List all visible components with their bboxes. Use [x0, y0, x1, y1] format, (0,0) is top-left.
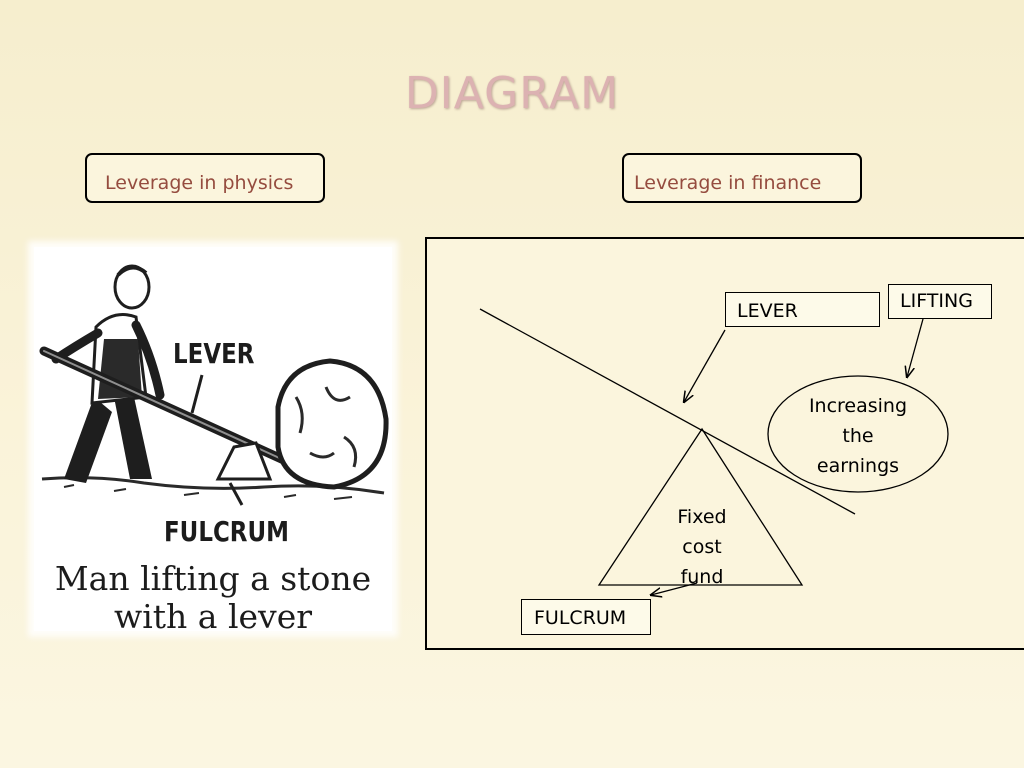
lever-arrow	[684, 329, 726, 402]
fulcrum-label: FULCRUM	[164, 515, 289, 548]
man-lifting-stone-drawing	[39, 264, 389, 506]
lifting-tag: LIFTING	[888, 284, 992, 319]
man-leg-front	[114, 397, 152, 479]
man-hair	[116, 265, 148, 277]
ellipse-line: earnings	[816, 455, 900, 477]
lifting-arrow	[907, 318, 924, 377]
ground-hatching	[63, 484, 353, 500]
fulcrum-rock	[215, 441, 273, 481]
triangle-line: Fixed	[677, 506, 727, 528]
lever-pointer	[190, 374, 204, 414]
lever-bar-highlight	[43, 350, 287, 462]
caption-line-1: Man lifting a stone	[54, 559, 372, 598]
ellipse-text: Increasing the earnings	[773, 391, 943, 481]
ellipse-line: Increasing	[808, 395, 908, 417]
stone	[275, 358, 389, 490]
triangle-line: fund	[680, 566, 724, 588]
lever-tag: LEVER	[725, 292, 880, 327]
triangle-text: Fixed cost fund	[652, 502, 752, 592]
lever-illustration: LEVER FULCRUM Man lifting a stone with a…	[34, 247, 392, 631]
fulcrum-pointer	[228, 482, 244, 506]
finance-diagram-drawing	[479, 308, 949, 650]
fulcrum-triangle	[597, 427, 804, 586]
finance-diagram: LEVER LIFTING FULCRUM Increasing the ear…	[425, 237, 1024, 650]
caption-line-2: with a lever	[114, 597, 312, 631]
lever-label: LEVER	[173, 337, 255, 370]
fulcrum-arrow	[651, 582, 698, 595]
heading-leverage-in-finance: Leverage in finance	[622, 153, 862, 203]
ellipse-line: the	[842, 425, 874, 447]
lever-line	[479, 308, 856, 515]
stone-texture	[294, 386, 358, 468]
man-arm-front	[131, 320, 165, 400]
fulcrum-tag: FULCRUM	[521, 599, 651, 635]
triangle-line: cost	[682, 536, 722, 558]
slide-title: DIAGRAM	[404, 68, 620, 119]
earnings-ellipse	[767, 375, 949, 493]
man-leg-back	[64, 397, 112, 483]
heading-leverage-in-physics: Leverage in physics	[85, 153, 325, 203]
